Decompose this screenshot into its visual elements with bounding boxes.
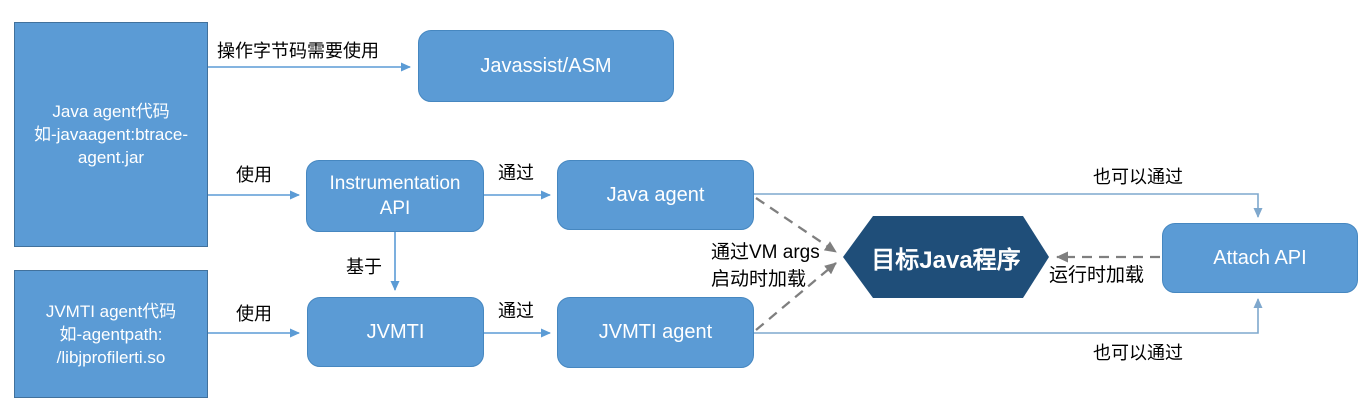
- node-jvmti-agent-code-line2: 如-agentpath:: [59, 324, 163, 344]
- node-java-agent: Java agent: [557, 160, 754, 230]
- node-java-agent-label: Java agent: [606, 183, 705, 206]
- node-target-java-program: 目标Java程序: [843, 216, 1049, 298]
- node-instrumentation-api-line2: API: [379, 198, 411, 219]
- edge-label-use-top: 使用: [236, 165, 272, 185]
- node-instrumentation-api: Instrumentation API: [306, 160, 484, 232]
- node-java-agent-code: Java agent代码 如-javaagent:btrace- agent.j…: [14, 22, 208, 247]
- node-java-agent-code-line2: 如-javaagent:btrace-: [33, 125, 189, 144]
- node-javassist-asm-label: Javassist/ASM: [480, 54, 612, 77]
- node-instrumentation-api-line1: Instrumentation: [329, 173, 461, 194]
- node-jvmti-agent-label: JVMTI agent: [598, 321, 713, 343]
- edge-also-via-top-arrow: [754, 193, 1263, 218]
- edge-label-vm-args-line2: 启动时加载: [711, 269, 807, 290]
- node-attach-api: Attach API: [1162, 223, 1358, 293]
- node-java-agent-code-line3: agent.jar: [77, 148, 145, 167]
- edge-vmargs-from-jvmti-agent-dashed: [755, 262, 837, 331]
- edge-label-pass-bottom: 通过: [498, 301, 534, 321]
- node-jvmti-agent: JVMTI agent: [557, 297, 754, 368]
- node-target-java-program-label: 目标Java程序: [871, 246, 1021, 274]
- node-javassist-asm: Javassist/ASM: [418, 30, 674, 102]
- edge-label-runtime-load: 运行时加载: [1049, 265, 1145, 286]
- node-jvmti-label: JVMTI: [366, 320, 425, 343]
- edge-label-also-via-bottom: 也可以通过: [1093, 343, 1183, 363]
- node-jvmti-agent-code: JVMTI agent代码 如-agentpath: /libjprofiler…: [14, 270, 208, 398]
- edge-label-vm-args-line1: 通过VM args: [711, 242, 820, 263]
- edge-label-pass-top: 通过: [498, 163, 534, 183]
- node-jvmti-agent-code-line1: JVMTI agent代码: [45, 301, 177, 321]
- edge-also-via-bottom-arrow: [754, 298, 1263, 334]
- edge-label-based-on: 基于: [346, 257, 382, 277]
- node-jvmti: JVMTI: [307, 297, 484, 367]
- node-jvmti-agent-code-line3: /libjprofilerti.so: [56, 347, 166, 367]
- node-attach-api-label: Attach API: [1213, 246, 1307, 269]
- edge-label-use-bottom: 使用: [236, 304, 272, 324]
- edge-label-also-via-top: 也可以通过: [1093, 167, 1183, 187]
- node-java-agent-code-line1: Java agent代码: [52, 102, 170, 121]
- edge-label-bytecode: 操作字节码需要使用: [217, 41, 379, 61]
- edge-label-vm-args: 通过VM args 启动时加载: [711, 239, 820, 293]
